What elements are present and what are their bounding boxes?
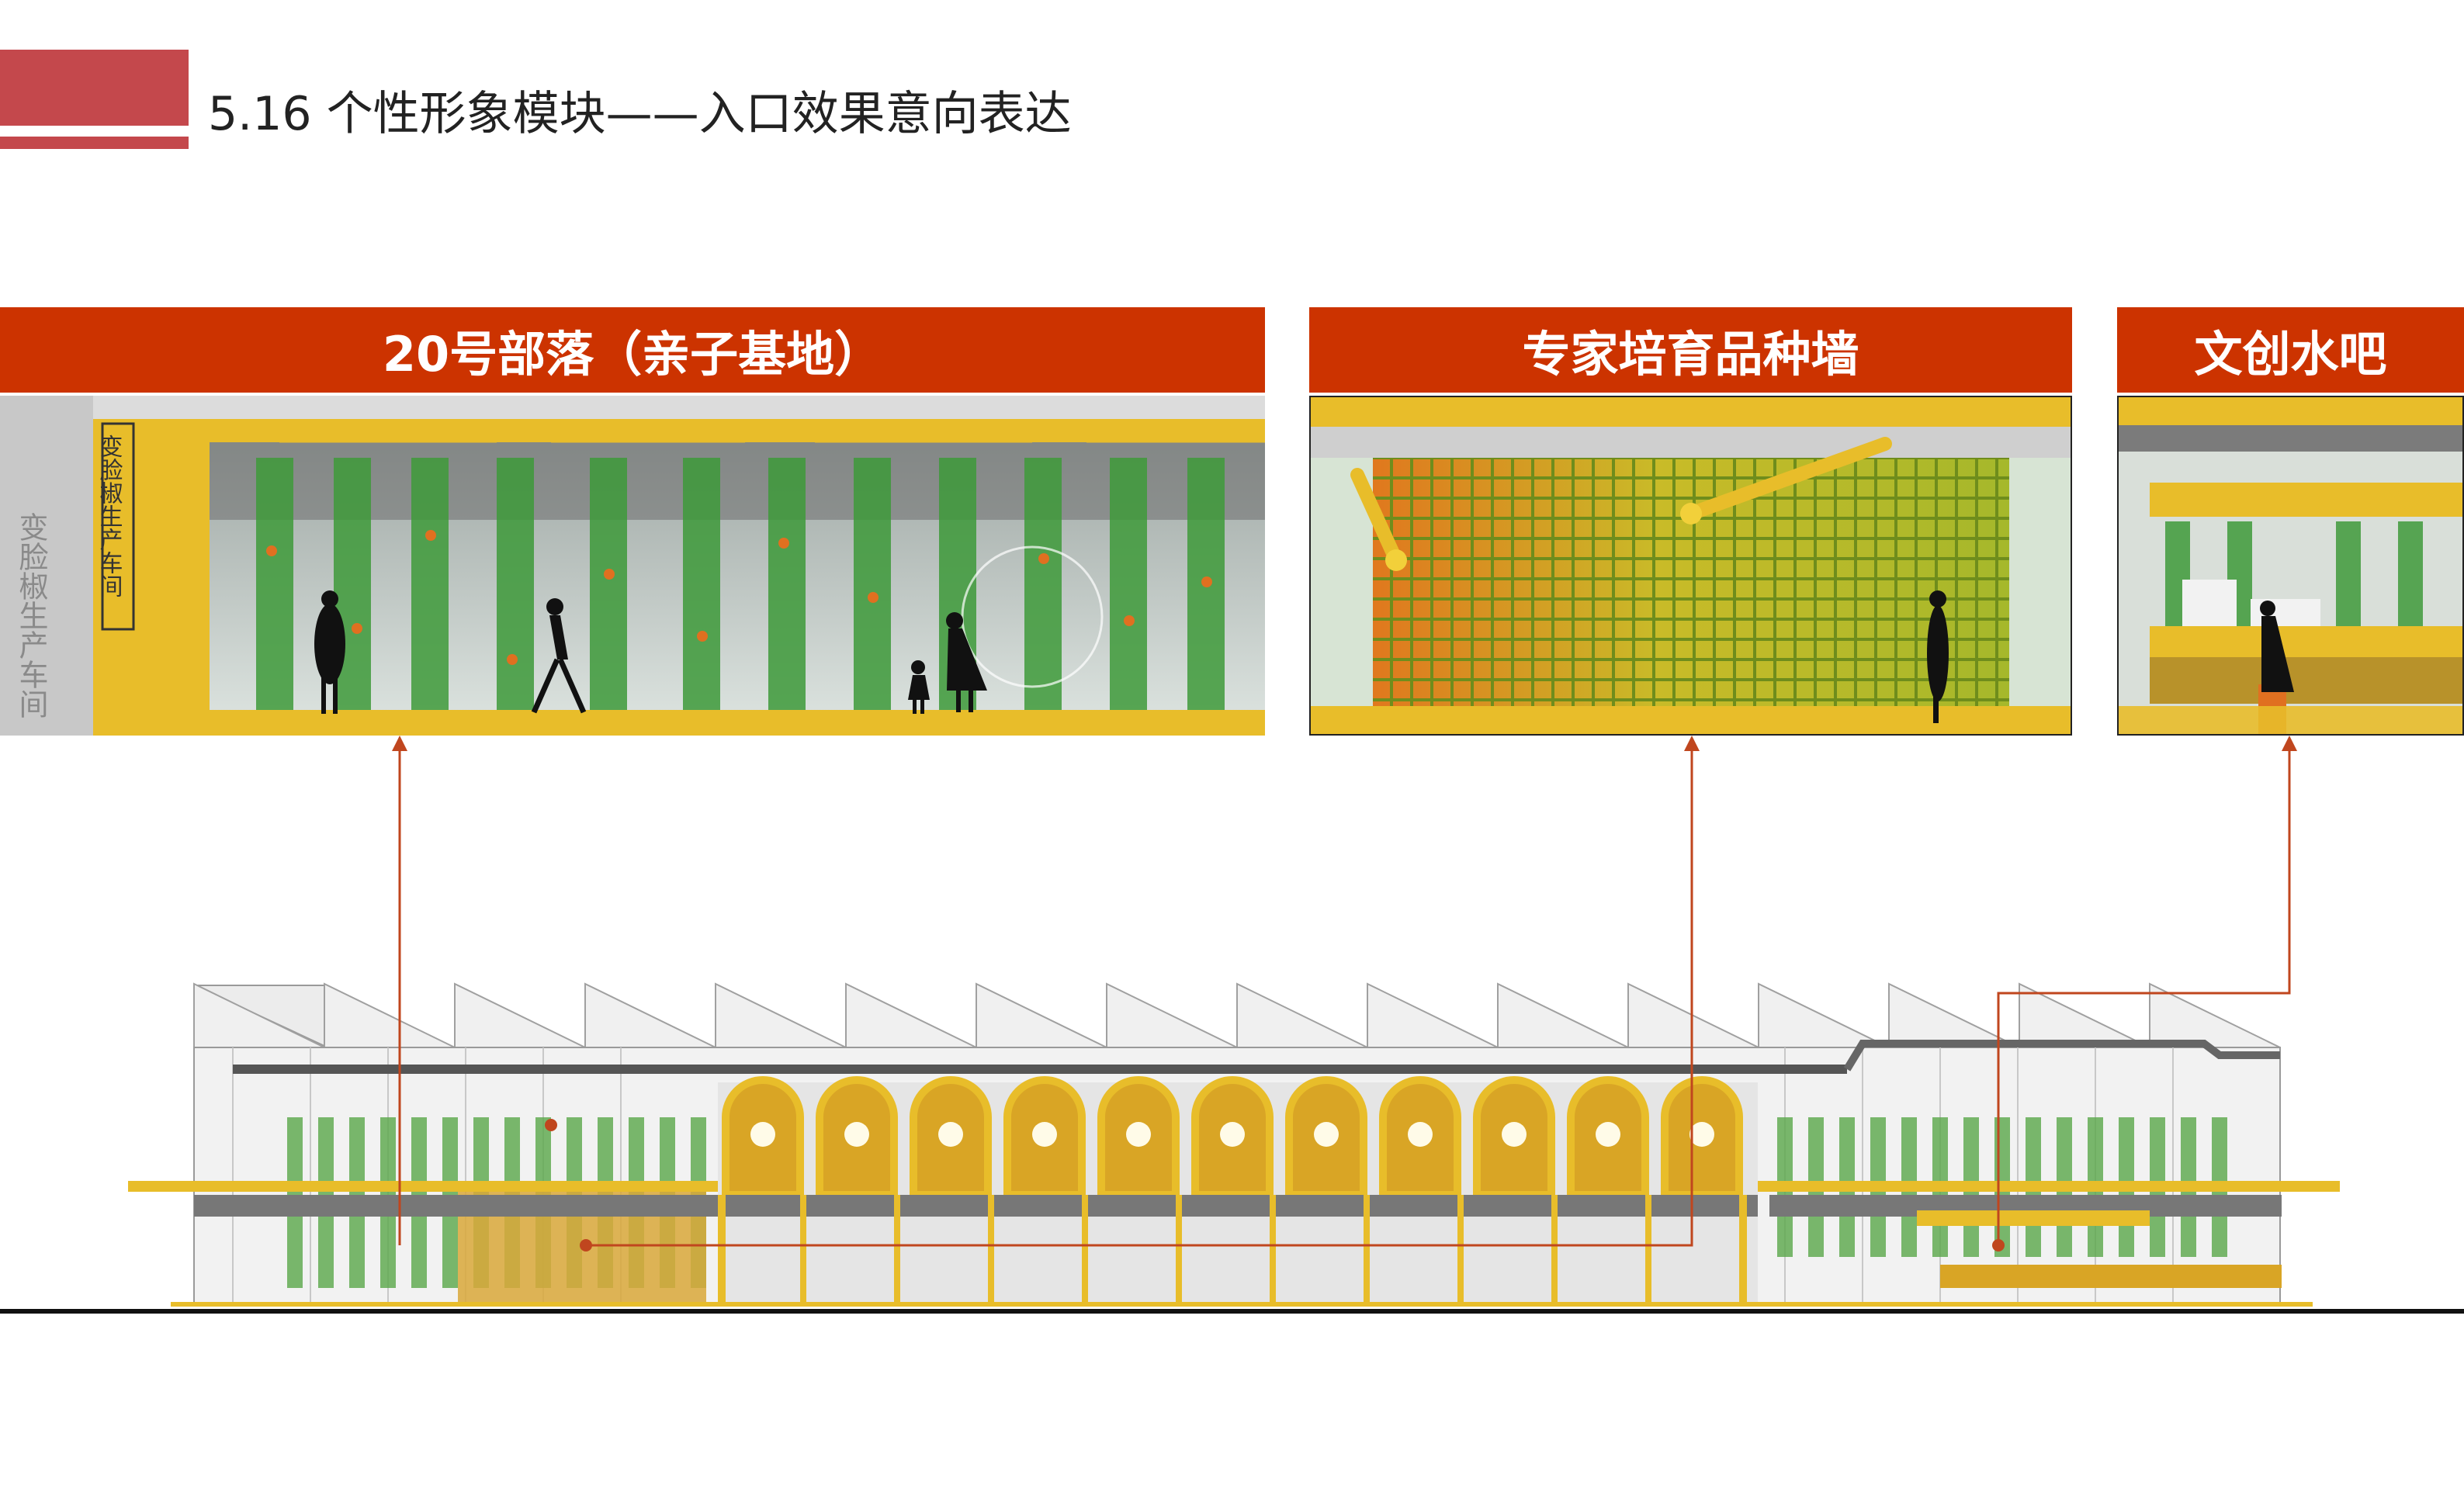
- panel-water-bar-illustration: [2119, 397, 2462, 734]
- section-label-water-bar: 文创水吧: [2117, 307, 2464, 393]
- sign-text: 变脸椒生产车间: [95, 434, 123, 597]
- panel-variety-wall-illustration: [1311, 397, 2071, 734]
- panel-variety-wall: [1309, 396, 2072, 736]
- panel-family-base-illustration: 变脸椒生产车间 变脸椒生产车间: [0, 396, 1265, 736]
- building-elevation: [0, 982, 2464, 1314]
- section-label-variety-wall: 专家培育品种墙: [1309, 307, 2072, 393]
- arcade: [718, 1076, 1758, 1303]
- header-accent-line: [0, 137, 189, 149]
- panel-water-bar: [2117, 396, 2464, 736]
- section-label-text: 20号部落（亲子基地）: [382, 326, 883, 383]
- section-label-text: 专家培育品种墙: [1522, 326, 1859, 383]
- section-label-family-base: 20号部落（亲子基地）: [0, 307, 1265, 393]
- section-label-text: 文创水吧: [2194, 326, 2387, 383]
- panel-family-base: 变脸椒生产车间 变脸椒生产车间: [0, 396, 1265, 736]
- page-title: 5.16 个性形象模块——入口效果意向表达: [208, 87, 1072, 141]
- header-accent-block: [0, 50, 189, 126]
- sign-text-faded: 变脸椒生产车间: [14, 512, 48, 718]
